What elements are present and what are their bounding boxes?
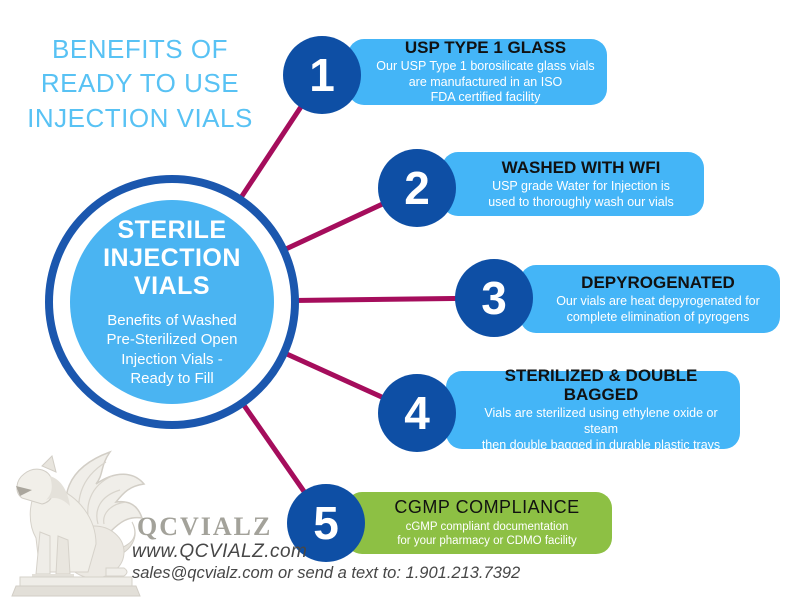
benefit-box-4: STERILIZED & DOUBLE BAGGED Vials are ste… <box>446 366 740 452</box>
step-number-circle-2: 2 <box>378 149 456 227</box>
benefit-box-1: USP TYPE 1 GLASS Our USP Type 1 borosili… <box>348 37 607 106</box>
website-url: www.QCVIALZ.com <box>132 541 308 562</box>
center-circle-fill: STERILE INJECTION VIALS Benefits of Wash… <box>70 200 274 404</box>
benefit-body-line: USP grade Water for Injection is <box>492 178 670 193</box>
center-circle: STERILE INJECTION VIALS Benefits of Wash… <box>45 175 299 429</box>
center-title-line: INJECTION <box>103 244 241 273</box>
benefit-title-1: USP TYPE 1 GLASS <box>404 37 567 57</box>
contact-line: sales@qcvialz.com or send a text to: 1.9… <box>132 564 521 582</box>
page-title-line: READY TO USE <box>40 68 240 99</box>
benefit-body-2: USP grade Water for Injection is used to… <box>488 179 674 211</box>
benefit-body-line: cGMP compliant documentation <box>405 520 569 533</box>
step-number-circle-1: 1 <box>283 36 361 114</box>
benefit-body-line: complete elimination of pyrogens <box>566 309 750 324</box>
center-subtitle: Benefits of Washed Pre-Sterilized Open I… <box>107 311 238 388</box>
benefit-body-line: Our USP Type 1 borosilicate glass vials <box>376 58 595 73</box>
center-subtitle-line: Ready to Fill <box>130 369 214 387</box>
center-subtitle-line: Benefits of Washed <box>107 312 237 330</box>
step-number-circle-4: 4 <box>378 374 456 452</box>
benefit-body-line: FDA certified facility <box>430 90 541 105</box>
page-title: BENEFITS OF READY TO USE INJECTION VIALS <box>12 32 268 135</box>
center-title-line: VIALS <box>133 272 211 301</box>
center-subtitle-line: Pre-Sterilized Open <box>106 331 238 349</box>
brand-logo-text: QCVIALZ <box>137 512 273 541</box>
benefit-title-3: DEPYROGENATED <box>581 272 735 292</box>
center-subtitle-line: Injection Vials - <box>121 350 223 368</box>
center-title: STERILE INJECTION VIALS <box>103 216 241 300</box>
griffin-statue-image <box>11 450 146 597</box>
benefit-title-4: STERILIZED & DOUBLE BAGGED <box>504 366 698 405</box>
benefit-box-2: WASHED WITH WFI USP grade Water for Inje… <box>442 152 704 216</box>
page-title-line: INJECTION VIALS <box>27 102 253 133</box>
benefit-body-line: Vials are sterilized using ethylene oxid… <box>484 406 718 437</box>
benefit-body-1: Our USP Type 1 borosilicate glass vials … <box>376 59 594 106</box>
step-number: 1 <box>309 49 335 101</box>
benefit-body-line: used to thoroughly wash our vials <box>488 194 674 209</box>
benefit-title-2: WASHED WITH WFI <box>501 157 661 177</box>
benefit-body-line: then double bagged in durable plastic tr… <box>481 437 721 452</box>
center-title-line: STERILE <box>117 216 227 245</box>
page-title-line: BENEFITS OF <box>52 34 228 64</box>
benefit-box-3: DEPYROGENATED Our vials are heat depyrog… <box>520 265 780 333</box>
benefit-body-4: Vials are sterilized using ethylene oxid… <box>472 406 730 453</box>
step-number-circle-3: 3 <box>455 259 533 337</box>
step-number-circle-5: 5 <box>287 484 365 562</box>
benefit-body-line: Our vials are heat depyrogenated for <box>556 293 760 308</box>
step-number: 2 <box>404 162 430 214</box>
benefit-body-3: Our vials are heat depyrogenated for com… <box>556 294 760 326</box>
benefit-body-line: for your pharmacy or CDMO facility <box>397 535 577 548</box>
step-number: 3 <box>481 272 507 324</box>
benefit-body-line: are manufactured in an ISO <box>408 74 563 89</box>
benefit-box-5: CGMP COMPLIANCE cGMP compliant documenta… <box>346 492 612 554</box>
benefit-title-5: CGMP COMPLIANCE <box>394 497 580 518</box>
step-number: 5 <box>313 497 339 549</box>
benefit-body-5: cGMP compliant documentation for your ph… <box>397 520 577 549</box>
step-number: 4 <box>404 387 430 439</box>
